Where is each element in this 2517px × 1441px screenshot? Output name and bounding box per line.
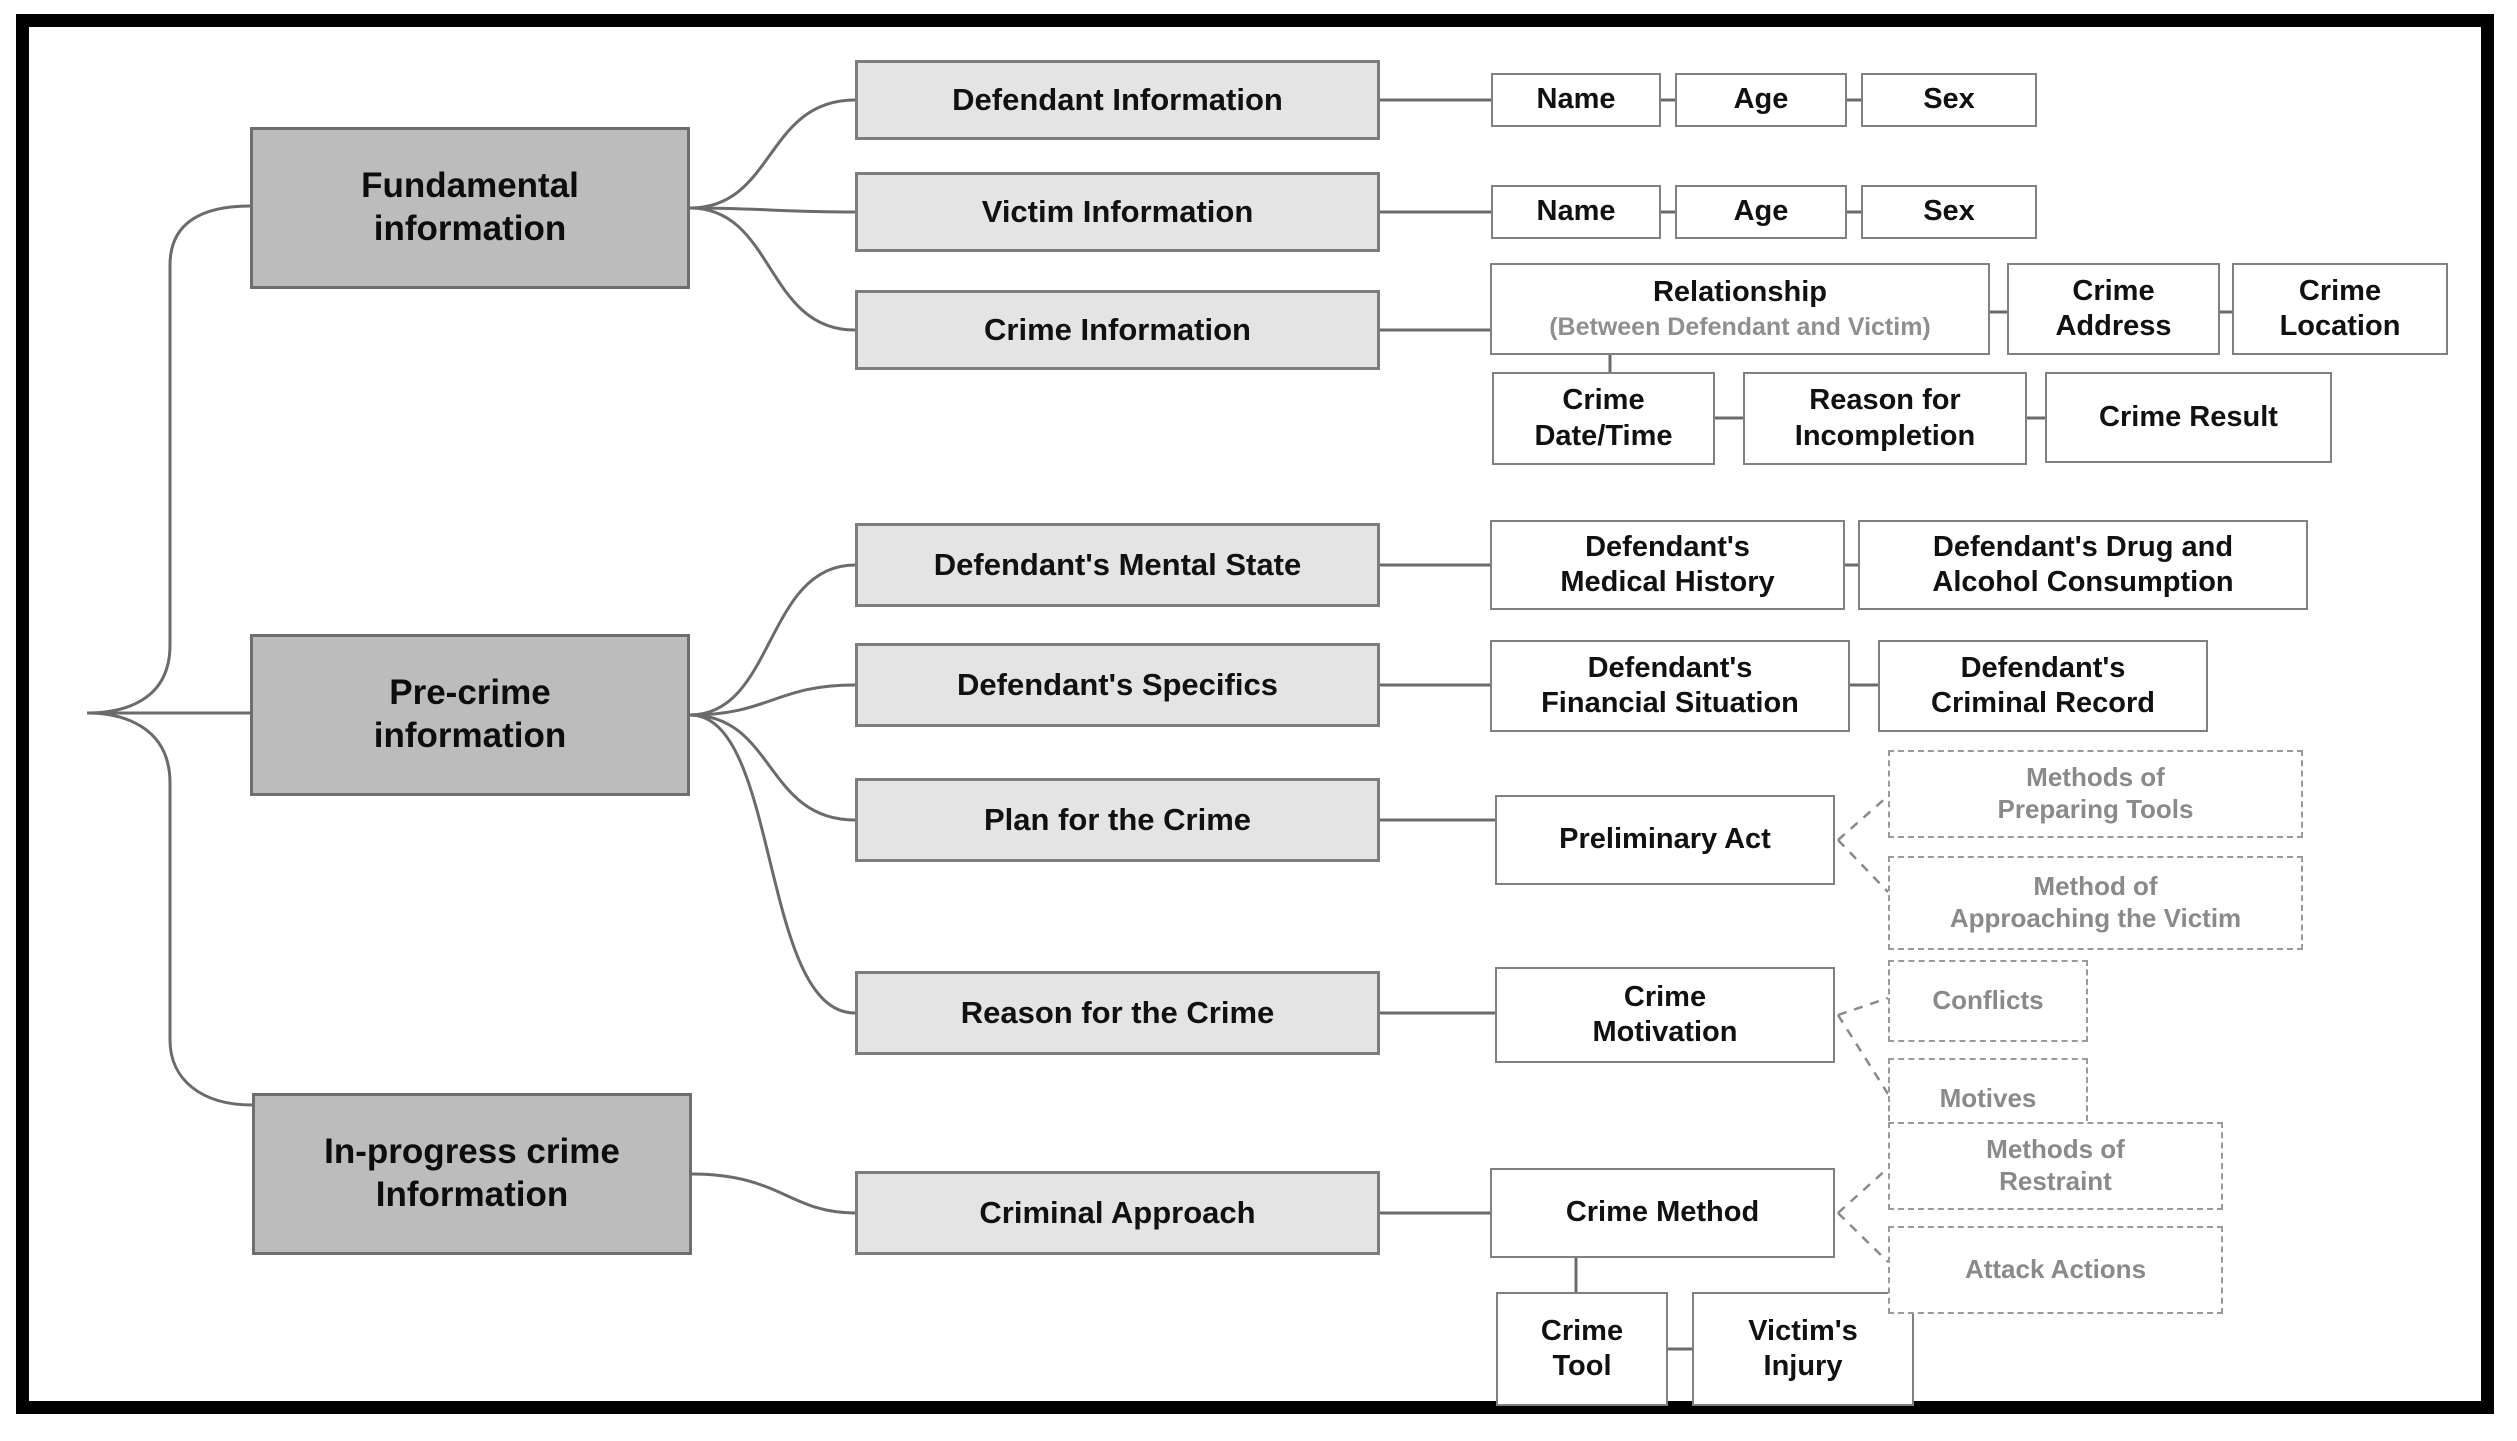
node-victim-information: Victim Information [855, 172, 1380, 252]
node-defendant-age: Age [1675, 73, 1847, 127]
node-reason-for-incompletion: Reason for Incompletion [1743, 372, 2027, 465]
connector-inprogress-approach [691, 1172, 856, 1215]
connector-precrime-plan [689, 713, 856, 822]
node-attack-actions: Attack Actions [1888, 1226, 2223, 1314]
connector-preliminary-preparing [1837, 795, 1889, 841]
connector-precrime-specifics [689, 683, 856, 717]
node-defendants-criminal-record: Defendant's Criminal Record [1878, 640, 2208, 732]
node-crime-date-time: Crime Date/Time [1492, 372, 1715, 465]
connector-precrime-reason [689, 713, 856, 1015]
node-victim-sex: Sex [1861, 185, 2037, 239]
node-defendants-medical-history: Defendant's Medical History [1490, 520, 1845, 610]
node-preliminary-act: Preliminary Act [1495, 795, 1835, 885]
node-victim-name: Name [1491, 185, 1661, 239]
node-method-of-approaching-the-victim: Method of Approaching the Victim [1888, 856, 2303, 950]
node-defendants-drug-alcohol-consumption: Defendant's Drug and Alcohol Consumption [1858, 520, 2308, 610]
connector-method-restraint [1837, 1167, 1889, 1214]
node-defendant-sex: Sex [1861, 73, 2037, 127]
node-defendants-specifics: Defendant's Specifics [855, 643, 1380, 727]
node-defendants-financial-situation: Defendant's Financial Situation [1490, 640, 1850, 732]
connector-fundamental-victim [689, 206, 856, 214]
connector-preliminary-approaching [1837, 839, 1889, 893]
connector-precrime-mental [689, 563, 856, 717]
node-fundamental-information: Fundamental information [250, 127, 690, 289]
relationship-subtitle: (Between Defendant and Victim) [1549, 313, 1931, 342]
node-victim-age: Age [1675, 185, 1847, 239]
node-methods-of-restraint: Methods of Restraint [1888, 1122, 2223, 1210]
node-defendant-name: Name [1491, 73, 1661, 127]
node-defendants-mental-state: Defendant's Mental State [855, 523, 1380, 607]
node-conflicts: Conflicts [1888, 960, 2088, 1042]
node-crime-method: Crime Method [1490, 1168, 1835, 1258]
node-defendant-information: Defendant Information [855, 60, 1380, 140]
connector-fundamental-crime [689, 206, 856, 332]
node-crime-tool: Crime Tool [1496, 1292, 1668, 1406]
node-victims-injury: Victim's Injury [1692, 1292, 1914, 1406]
connector-method-attack [1837, 1212, 1889, 1263]
node-crime-information: Crime Information [855, 290, 1380, 370]
node-criminal-approach: Criminal Approach [855, 1171, 1380, 1255]
node-methods-of-preparing-tools: Methods of Preparing Tools [1888, 750, 2303, 838]
node-plan-for-the-crime: Plan for the Crime [855, 778, 1380, 862]
connector-fundamental-defendant [689, 98, 856, 210]
node-reason-for-the-crime: Reason for the Crime [855, 971, 1380, 1055]
connector-root-to-fundamental [86, 204, 251, 715]
relationship-title: Relationship [1652, 276, 1827, 309]
connector-motivation-motives [1836, 1014, 1890, 1095]
node-crime-address: Crime Address [2007, 263, 2220, 355]
node-pre-crime-information: Pre-crime information [250, 634, 690, 796]
connector-motivation-conflicts [1837, 996, 1889, 1017]
node-crime-motivation: Crime Motivation [1495, 967, 1835, 1063]
node-crime-result: Crime Result [2045, 372, 2332, 463]
connector-root-to-inprogress [86, 711, 253, 1107]
node-crime-location: Crime Location [2232, 263, 2448, 355]
node-relationship: Relationship (Between Defendant and Vict… [1490, 263, 1990, 355]
node-in-progress-crime-information: In-progress crime Information [252, 1093, 692, 1255]
